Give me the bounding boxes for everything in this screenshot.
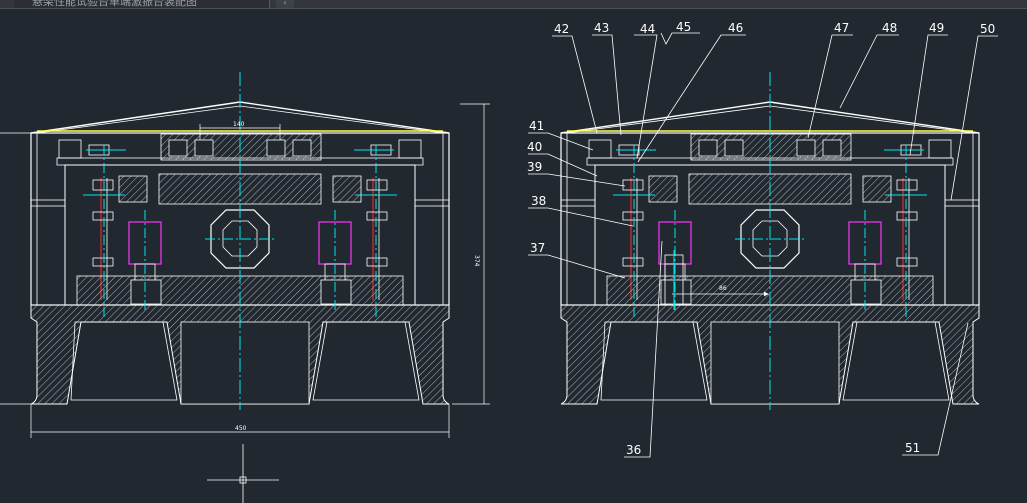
dimension-374: 374 [473, 255, 480, 267]
part-labels: 42 43 44 45 46 47 48 49 50 41 40 39 38 3… [527, 20, 995, 457]
drawing-tab[interactable]: 悬架性能试验台单端激振台装配图 [14, 0, 270, 8]
part-label-48: 48 [882, 21, 897, 35]
part-label-41: 41 [529, 119, 544, 133]
assembly-view-left [0, 71, 490, 503]
part-label-leaders [528, 32, 998, 458]
part-label-45: 45 [676, 20, 691, 34]
assembly-view-right [560, 71, 980, 411]
part-label-39: 39 [527, 160, 542, 174]
part-label-40: 40 [527, 140, 542, 154]
dimension-86: 86 [719, 285, 727, 292]
part-label-44: 44 [640, 22, 655, 36]
drawing-tab-title: 悬架性能试验台单端激振台装配图 [32, 0, 197, 8]
tab-scroll-icon[interactable]: ‹ [276, 0, 294, 8]
part-label-42: 42 [554, 22, 569, 36]
part-label-37: 37 [530, 241, 545, 255]
part-label-38: 38 [531, 194, 546, 208]
dimension-140: 140 [233, 121, 245, 128]
part-label-43: 43 [594, 21, 609, 35]
part-label-51: 51 [905, 441, 920, 455]
drawing-tab-bar: 悬架性能试验台单端激振台装配图 ‹ [0, 0, 1027, 9]
part-label-49: 49 [929, 21, 944, 35]
dimension-450: 450 [235, 425, 247, 432]
part-label-36: 36 [626, 443, 641, 457]
part-label-47: 47 [834, 21, 849, 35]
part-label-46: 46 [728, 21, 743, 35]
part-label-50: 50 [980, 22, 995, 36]
